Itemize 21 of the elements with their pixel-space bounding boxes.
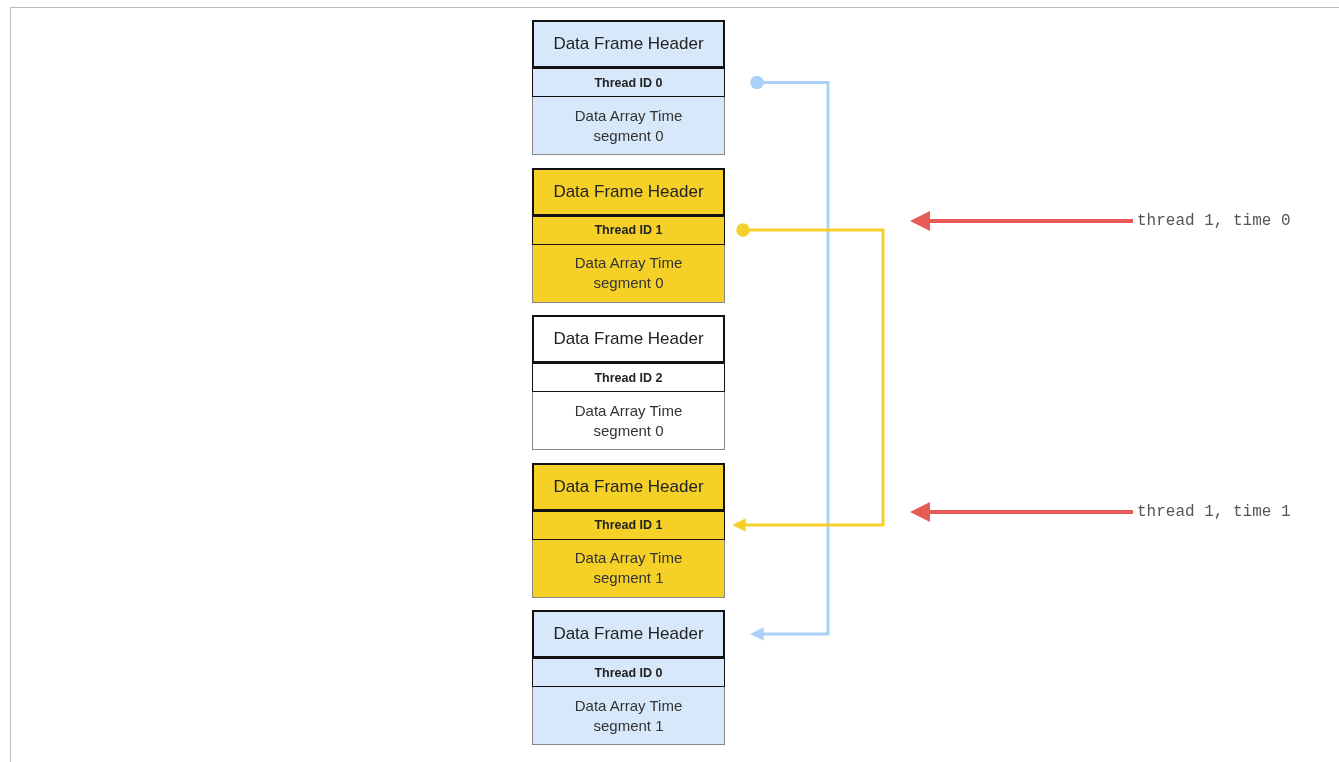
thread-id-box: Thread ID 0 xyxy=(532,68,725,97)
arrow xyxy=(732,223,885,532)
arrow xyxy=(910,502,1133,522)
frame-header-box: Data Frame Header xyxy=(532,610,725,658)
arrow xyxy=(750,75,830,641)
frame-header-box: Data Frame Header xyxy=(532,167,725,216)
annotation-label: thread 1, time 1 xyxy=(1137,501,1337,523)
data-array-box: Data Array Time segment 1 xyxy=(532,687,725,745)
frame-header-box: Data Frame Header xyxy=(532,20,725,68)
data-array-box: Data Array Time segment 0 xyxy=(532,97,725,155)
annotation-label: thread 1, time 0 xyxy=(1137,210,1337,232)
frame-header-box: Data Frame Header xyxy=(532,315,725,363)
data-array-box: Data Array Time segment 1 xyxy=(532,539,725,598)
thread-id-box: Thread ID 1 xyxy=(532,510,725,540)
frame-header-box: Data Frame Header xyxy=(532,462,725,511)
arrow xyxy=(910,211,1133,231)
thread-id-box: Thread ID 0 xyxy=(532,658,725,687)
thread-id-box: Thread ID 1 xyxy=(532,215,725,245)
thread-id-box: Thread ID 2 xyxy=(532,363,725,392)
data-array-box: Data Array Time segment 0 xyxy=(532,244,725,303)
data-array-box: Data Array Time segment 0 xyxy=(532,392,725,450)
